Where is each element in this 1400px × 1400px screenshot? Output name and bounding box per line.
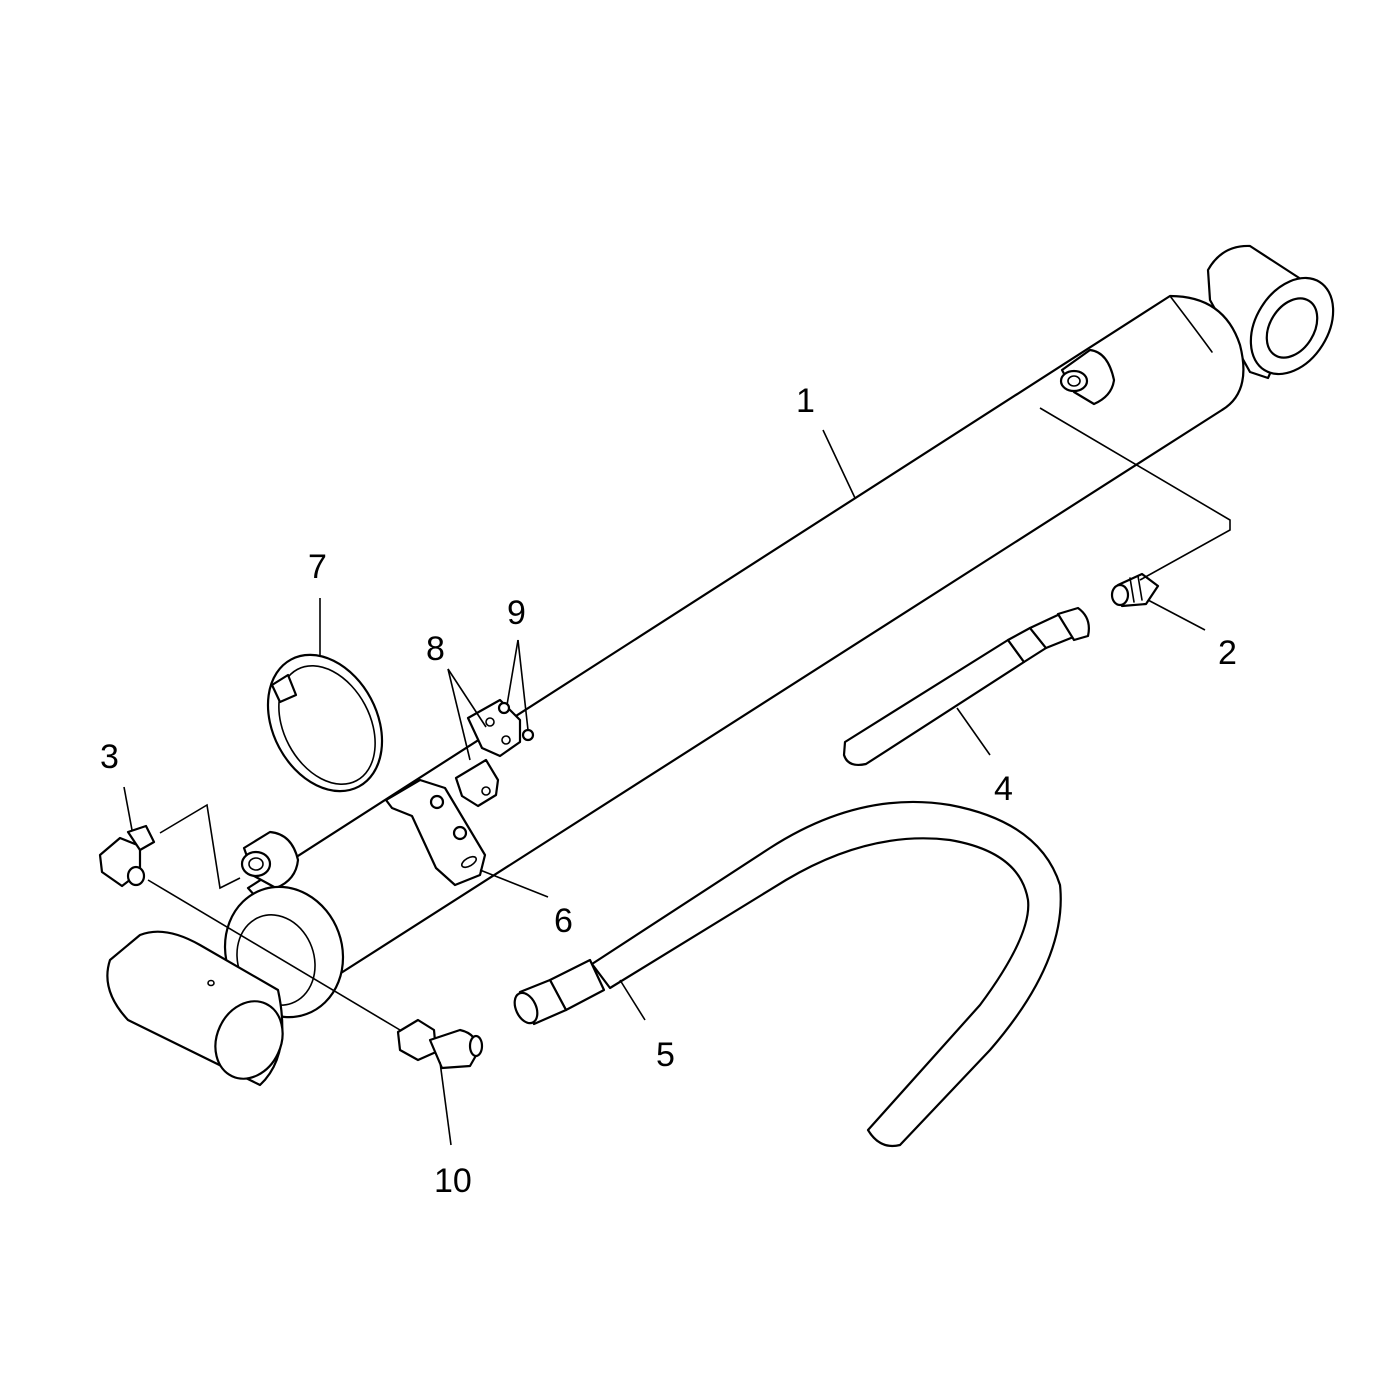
rod-end-eye bbox=[1206, 244, 1335, 380]
cylinder-base-tube bbox=[106, 930, 284, 1087]
callout-10: 10 bbox=[434, 1162, 472, 1200]
hose-clamp-band bbox=[266, 653, 384, 793]
callout-2: 2 bbox=[1218, 634, 1237, 672]
upper-port-boss bbox=[1059, 348, 1116, 406]
connection-lines bbox=[147, 407, 1231, 1031]
callout-1: 1 bbox=[796, 382, 815, 420]
callout-6: 6 bbox=[554, 902, 573, 940]
short-hose bbox=[842, 606, 1090, 767]
lower-port-boss bbox=[240, 830, 300, 890]
elbow-fitting-lower bbox=[396, 1018, 484, 1070]
callout-labels: 1 2 3 4 5 6 7 8 9 10 bbox=[100, 382, 1237, 1200]
callout-9: 9 bbox=[507, 594, 526, 632]
elbow-fitting-upper bbox=[98, 824, 156, 888]
connection-line-fitting-3 bbox=[159, 803, 241, 890]
callout-5: 5 bbox=[656, 1036, 675, 1074]
hydraulic-cylinder bbox=[106, 244, 1335, 1087]
leader-lines bbox=[123, 429, 1206, 1146]
clamp-screws bbox=[497, 701, 535, 742]
callout-4: 4 bbox=[994, 770, 1013, 808]
connection-line-upper-port bbox=[1039, 407, 1231, 581]
straight-adapter-fitting bbox=[1110, 572, 1160, 608]
callout-3: 3 bbox=[100, 738, 119, 776]
mounting-bracket bbox=[384, 778, 487, 887]
callout-7: 7 bbox=[308, 548, 327, 586]
long-hose bbox=[513, 800, 1062, 1148]
connection-line-fitting-10 bbox=[147, 879, 401, 1031]
callout-8: 8 bbox=[426, 630, 445, 668]
cylinder-barrel bbox=[246, 294, 1245, 982]
clamp-halves bbox=[454, 698, 522, 808]
